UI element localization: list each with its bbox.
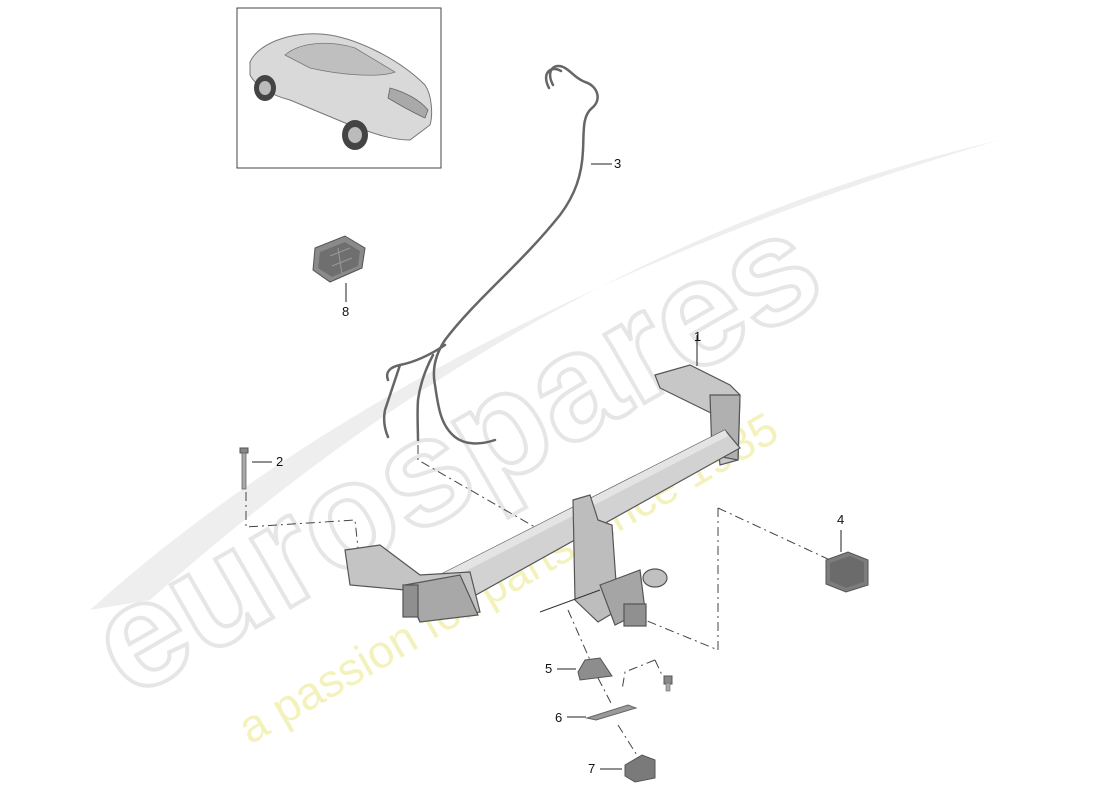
part-5-bracket [577,657,613,681]
part-3-wiring-harness [382,64,599,445]
vehicle-thumbnail [236,7,442,169]
car-icon [249,33,433,150]
callout-8: 8 [342,304,350,319]
callout-4: 4 [837,512,845,527]
callout-5: 5 [545,661,553,676]
callout-7: 7 [588,761,596,776]
callout-1: 1 [694,329,702,344]
part-8-switch-icon [312,235,366,283]
part-4-cap [825,551,869,593]
callout-6: 6 [555,710,563,725]
assembly-dash-lines [245,445,831,761]
part-7-socket-cover [624,754,656,783]
callout-2: 2 [276,454,284,469]
watermark-logo: eurospares a passion for parts since 198… [60,140,1000,754]
callout-3: 3 [614,156,622,171]
part-1-tow-bar [344,364,741,627]
part-2-bolt [239,447,249,490]
small-bolt [663,675,673,692]
part-6-plate [585,704,638,721]
